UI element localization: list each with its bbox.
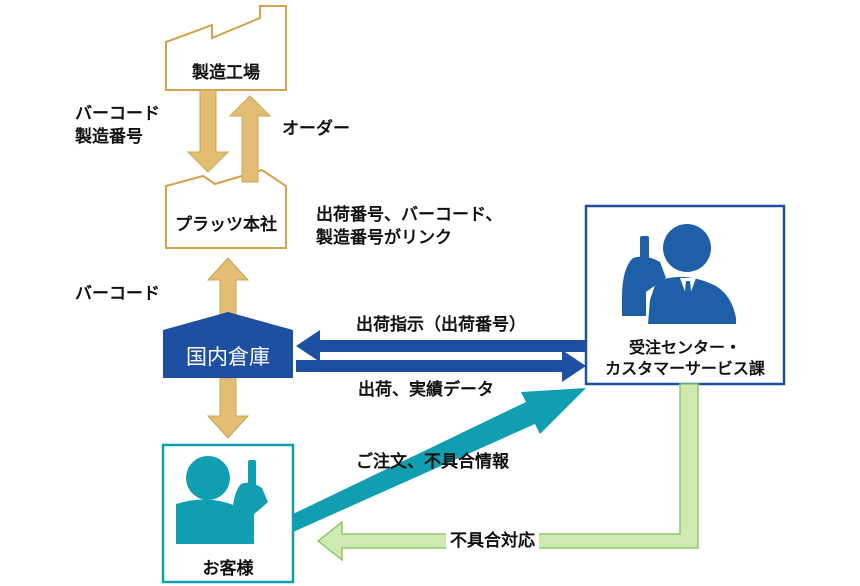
- factory-box: [165, 5, 287, 91]
- ship-instruction-label: 出荷指示（出荷番号）: [356, 315, 526, 335]
- link-label-line1: 出荷番号、バーコード、: [316, 205, 503, 225]
- defect-response-label: 不具合対応: [446, 530, 539, 552]
- order-center-label-line1: 受注センター・: [628, 338, 741, 357]
- hq-label: プラッツ本社: [175, 215, 277, 235]
- arrow-warehouse-to-hq: [206, 257, 250, 319]
- arrow-order-defect-info: [293, 388, 586, 532]
- customer-label: お客様: [202, 559, 254, 579]
- barcode-serial-label-line1: バーコード: [75, 104, 160, 124]
- hq-box: [165, 168, 287, 249]
- arrow-ship-instruction: [296, 330, 586, 362]
- arrow-ship-results: [296, 350, 586, 382]
- order-defect-info-label: ご注文、不具合情報: [356, 452, 509, 472]
- order-label: オーダー: [282, 119, 350, 139]
- arrow-warehouse-to-customer: [206, 377, 250, 439]
- customer-person-icon: [176, 456, 268, 544]
- arrow-hq-to-factory: [228, 95, 272, 183]
- barcode-label: バーコード: [75, 284, 160, 304]
- arrow-factory-to-hq: [186, 89, 230, 173]
- warehouse-label: 国内倉庫: [186, 345, 270, 369]
- barcode-serial-label-line2: 製造番号: [75, 127, 143, 147]
- operator-person-icon: [622, 224, 736, 324]
- factory-label: 製造工場: [192, 63, 260, 83]
- order-center-label-line2: カスタマーサービス課: [605, 359, 765, 378]
- ship-results-label: 出荷、実績データ: [358, 380, 494, 400]
- link-label-line2: 製造番号がリンク: [316, 228, 452, 248]
- warehouse-box: [163, 312, 293, 378]
